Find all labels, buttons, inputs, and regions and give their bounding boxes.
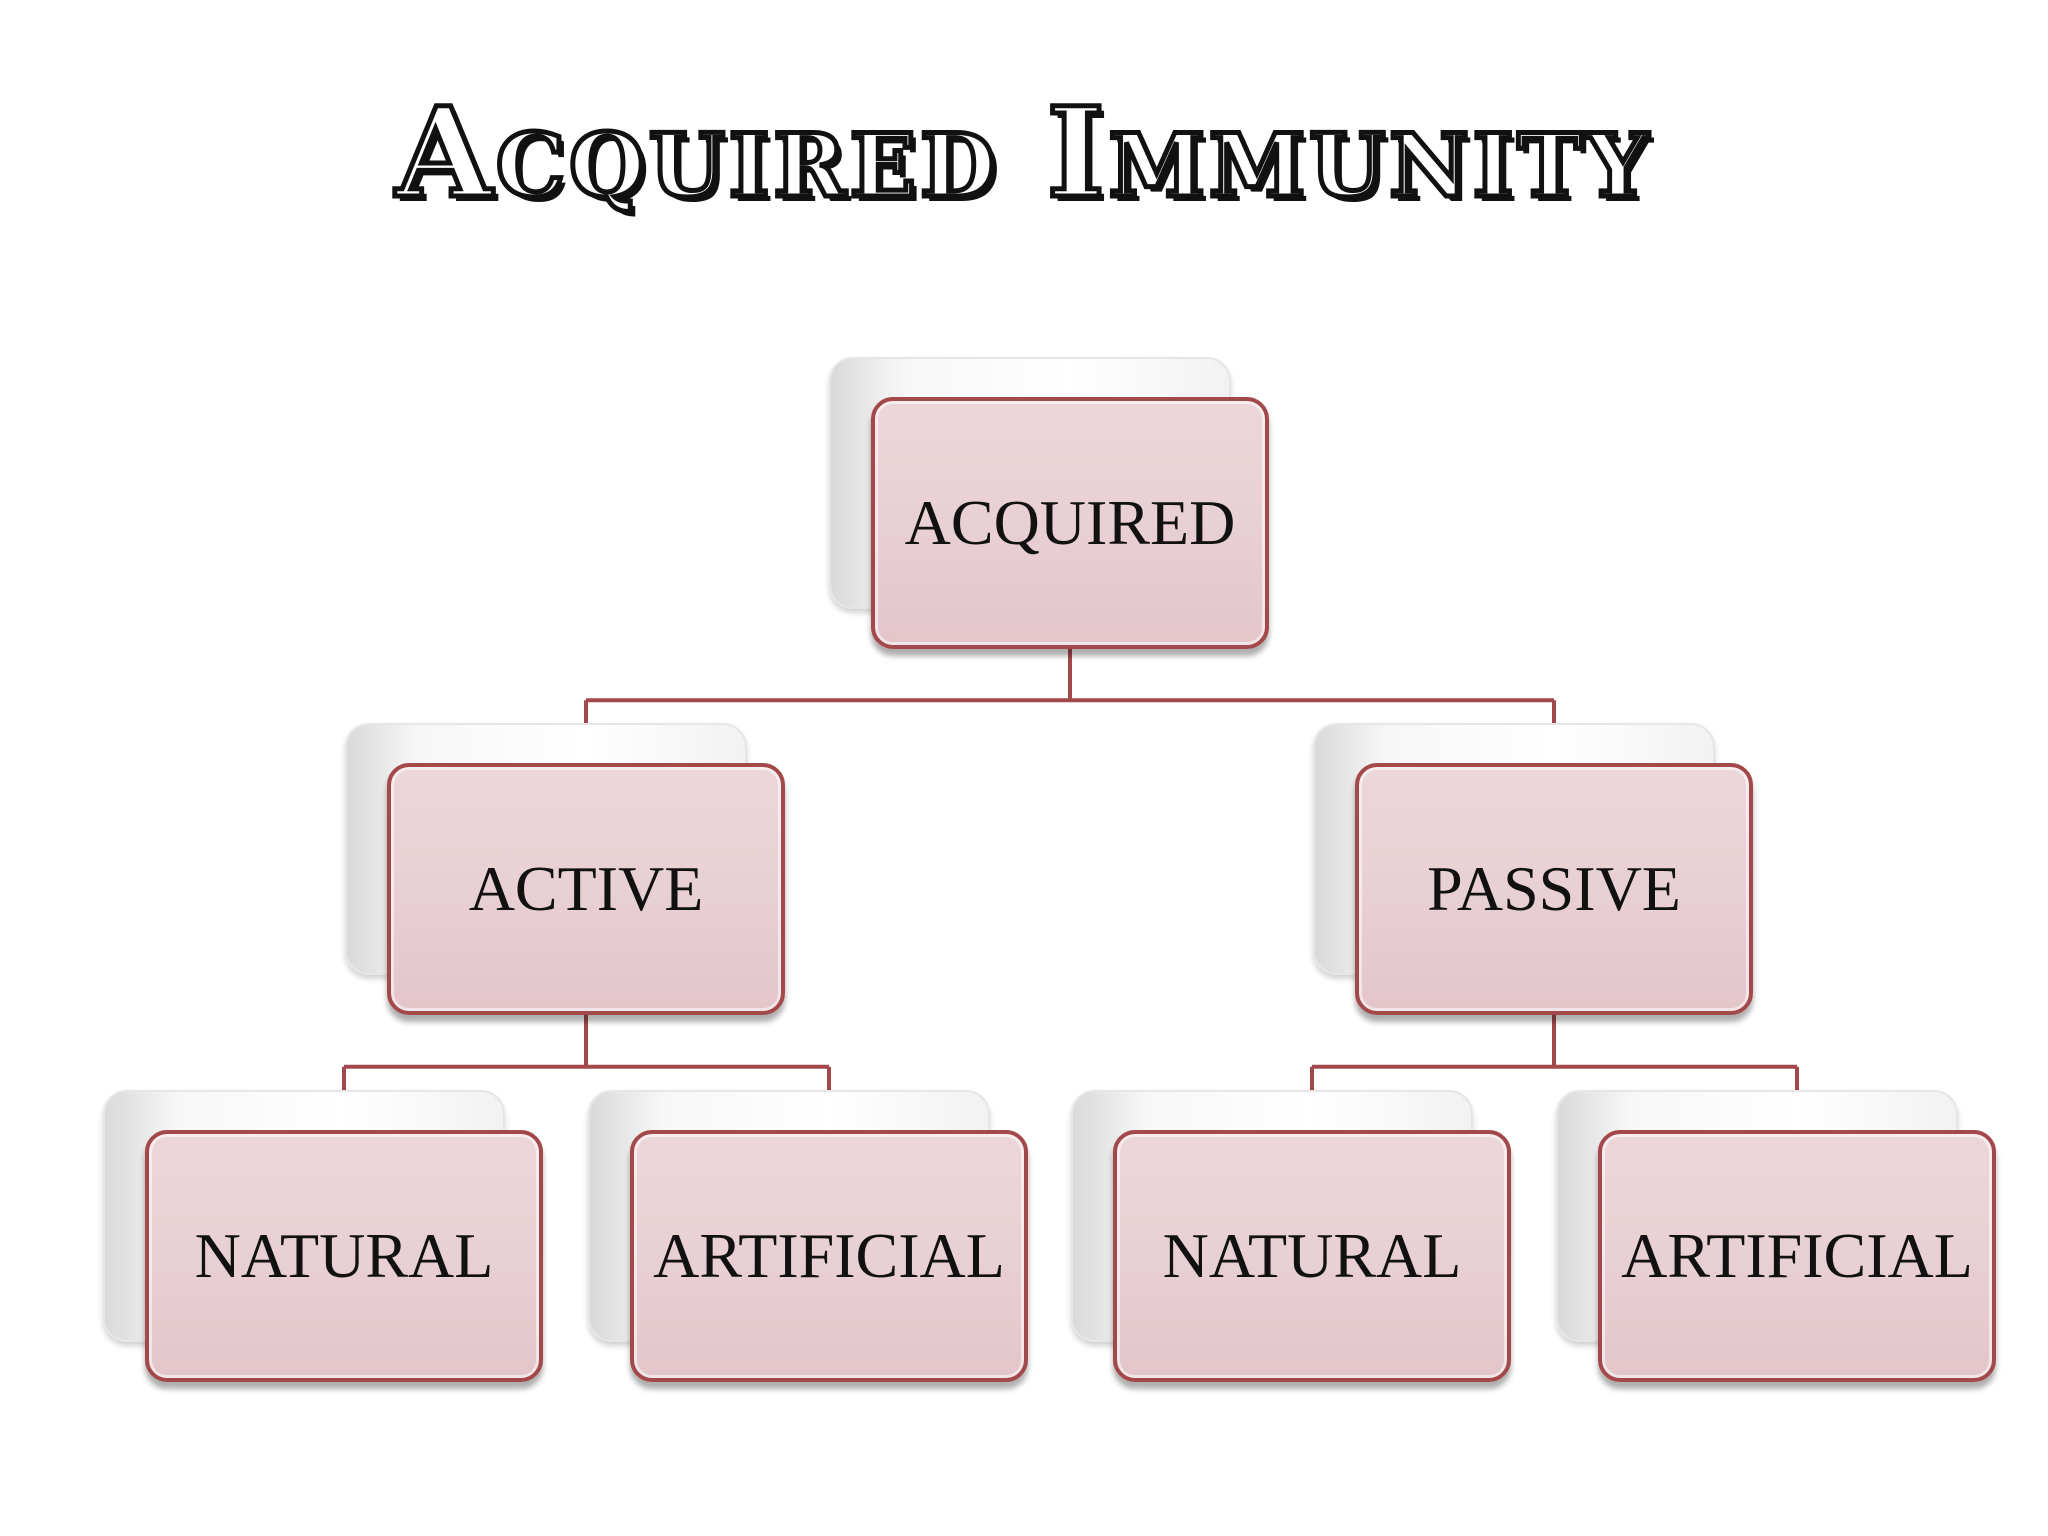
node-passive-artificial-label: ARTIFICIAL xyxy=(1621,1220,1973,1291)
node-acquired-card: ACQUIRED xyxy=(871,397,1269,649)
node-active-card: ACTIVE xyxy=(387,763,785,1015)
slide-title: Acquired Immunity xyxy=(393,81,1653,226)
node-active-label: ACTIVE xyxy=(468,853,704,924)
node-passive-natural-card: NATURAL xyxy=(1113,1130,1511,1382)
node-passive-label: PASSIVE xyxy=(1427,853,1681,924)
node-active-artificial-card: ARTIFICIAL xyxy=(630,1130,1028,1382)
connector-passive xyxy=(1310,1015,1799,1130)
node-active-natural-card: NATURAL xyxy=(145,1130,543,1382)
node-passive-card: PASSIVE xyxy=(1355,763,1753,1015)
node-active-natural-label: NATURAL xyxy=(194,1220,494,1291)
node-passive-natural-label: NATURAL xyxy=(1162,1220,1462,1291)
connector-active xyxy=(342,1015,831,1130)
node-passive-artificial-card: ARTIFICIAL xyxy=(1598,1130,1996,1382)
node-active-artificial-label: ARTIFICIAL xyxy=(653,1220,1005,1291)
connector-root xyxy=(584,649,1556,763)
node-acquired-label: ACQUIRED xyxy=(904,487,1236,558)
